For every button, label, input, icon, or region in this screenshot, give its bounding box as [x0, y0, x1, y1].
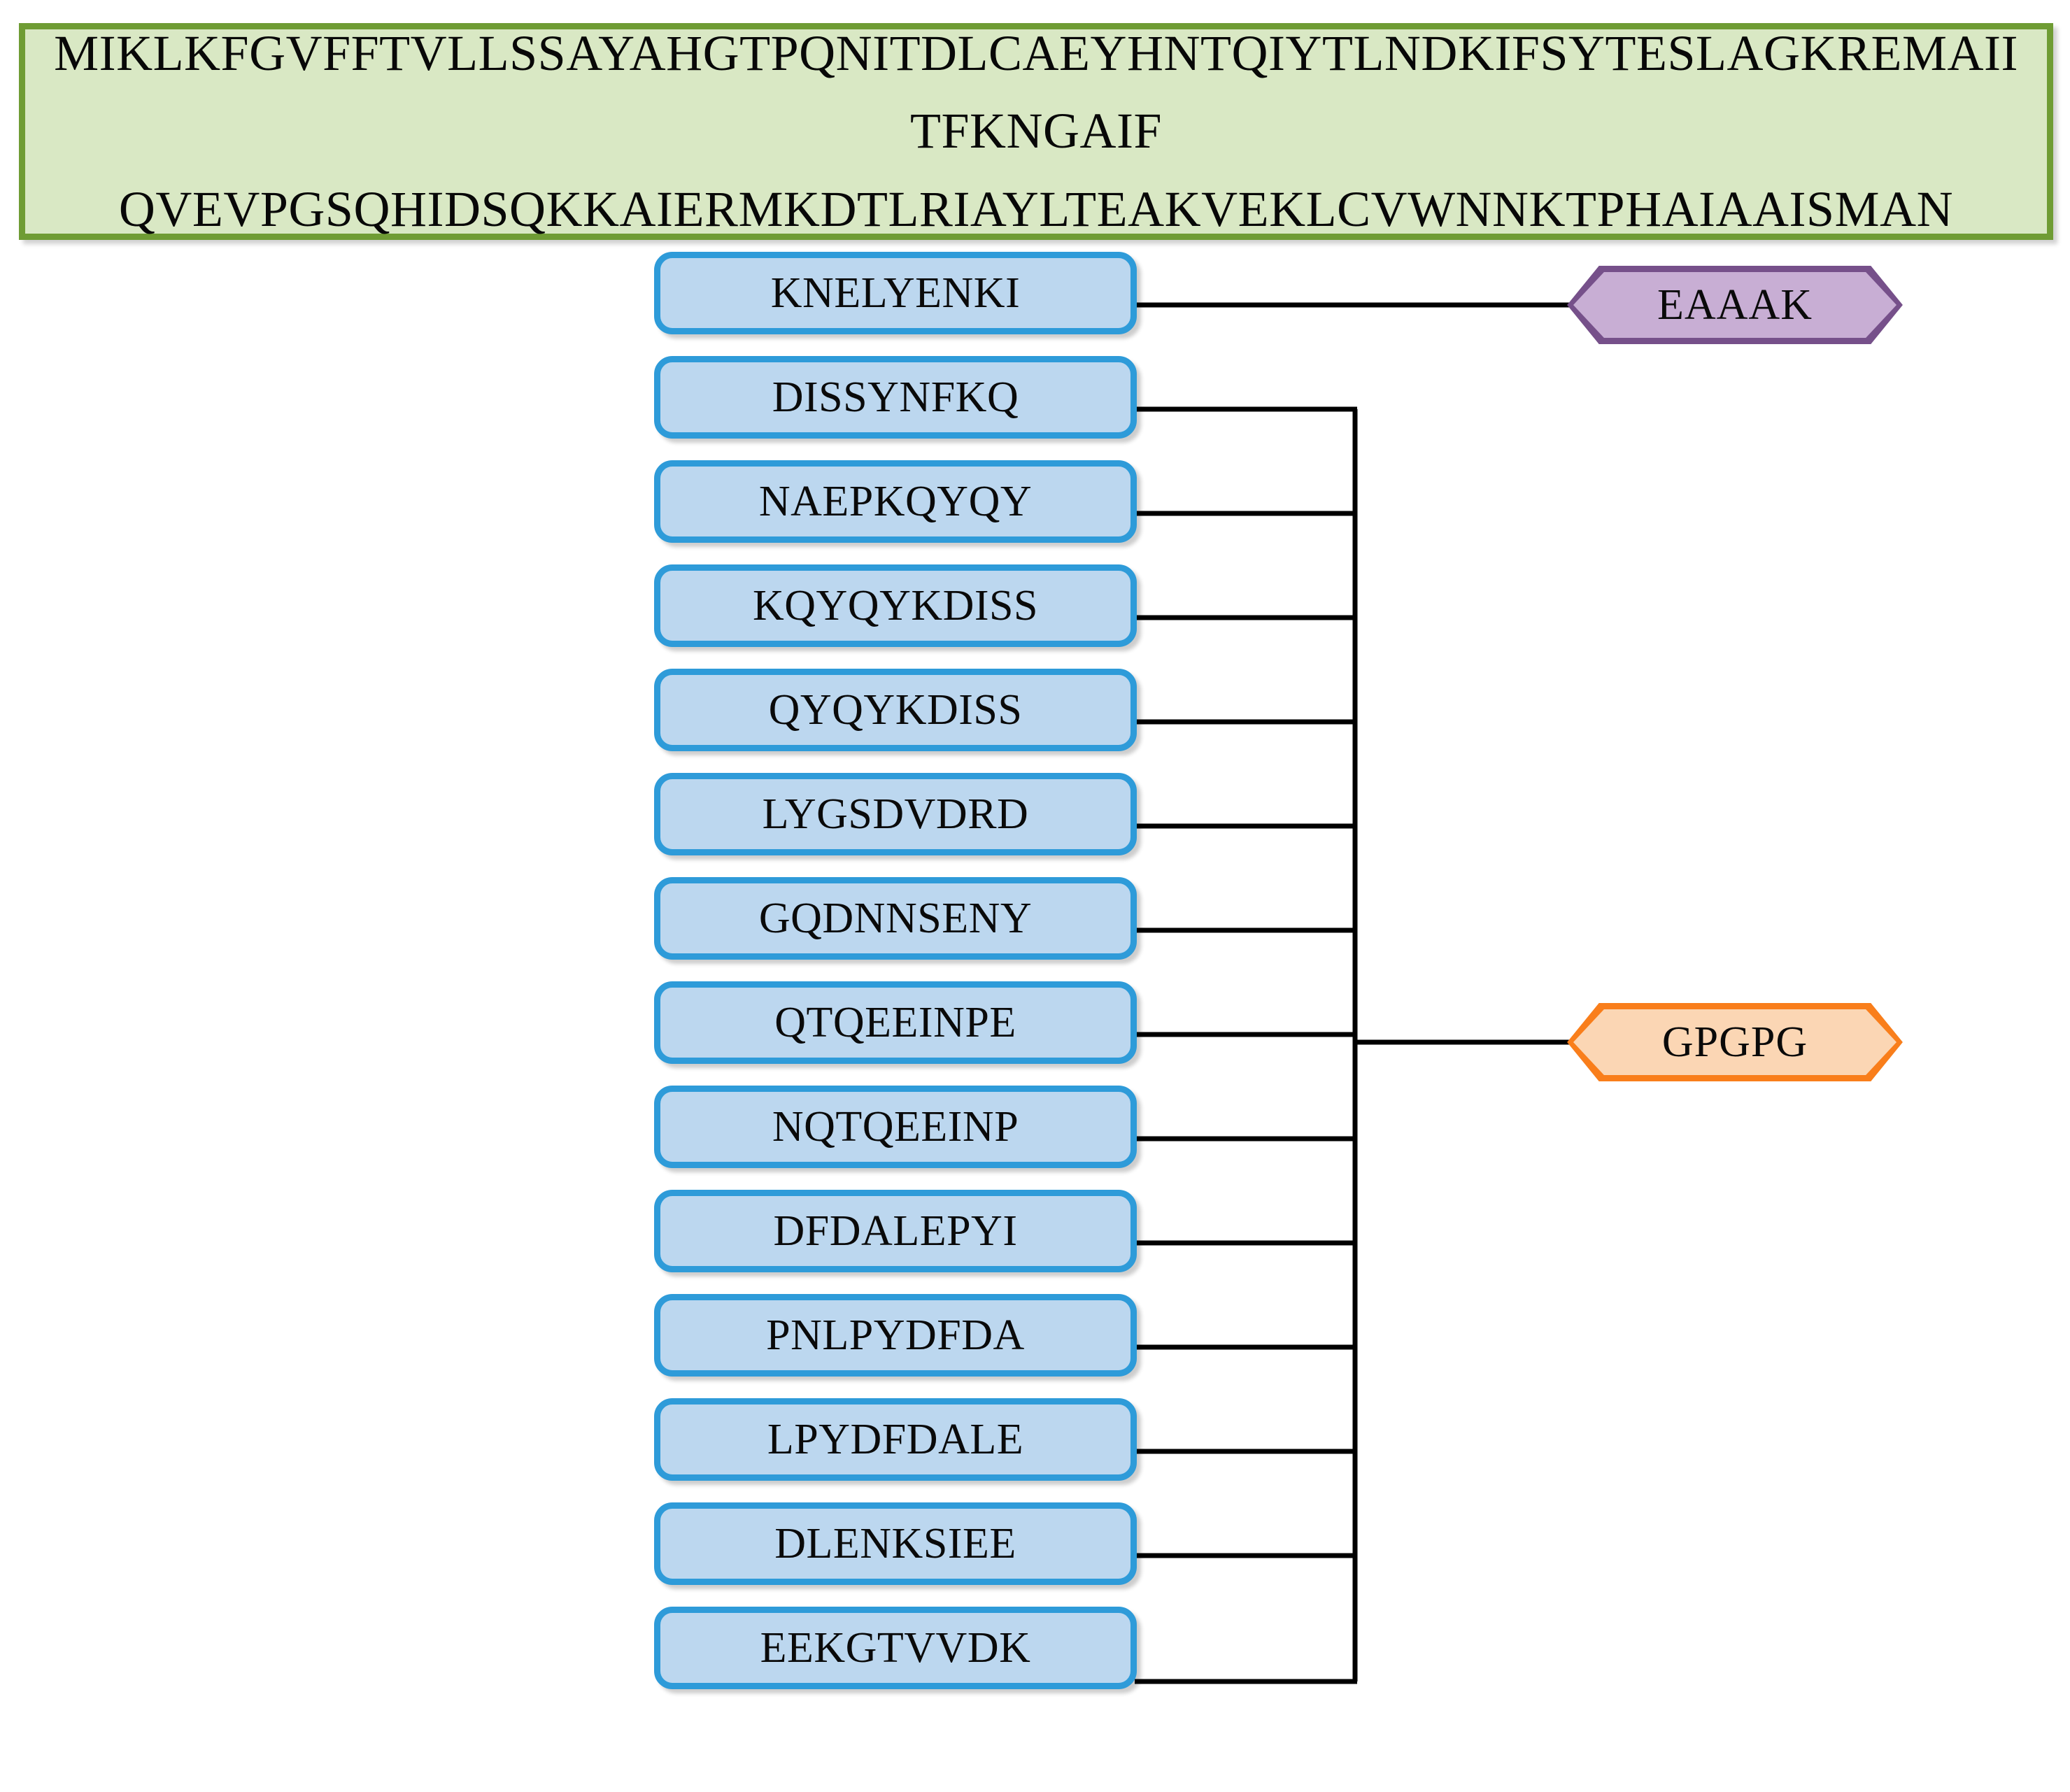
epitope-label: PNLPYDFDA: [766, 1311, 1025, 1359]
epitope-list: KNELYENKI DISSYNFKQ NAEPKQYQY KQYQYKDISS…: [654, 252, 1137, 1711]
hexagon-fill-shape: [1573, 272, 1897, 338]
epitope-box-2[interactable]: DISSYNFKQ: [654, 356, 1137, 439]
linker-label: EAAAK: [1657, 280, 1813, 329]
epitope-label: EEKGTVVDK: [760, 1623, 1031, 1672]
epitope-label: QYQYKDISS: [768, 685, 1023, 734]
epitope-box-3[interactable]: NAEPKQYQY: [654, 460, 1137, 543]
epitope-box-11[interactable]: PNLPYDFDA: [654, 1294, 1137, 1377]
sequence-panel: MIKLKFGVFFTVLLSSAYAHGTPQNITDLCAEYHNTQIYT…: [19, 23, 2053, 240]
linker-label: GPGPG: [1661, 1018, 1808, 1066]
epitope-box-8[interactable]: QTQEEINPE: [654, 981, 1137, 1064]
sequence-line-1: MIKLKFGVFFTVLLSSAYAHGTPQNITDLCAEYHNTQIYT…: [54, 24, 2018, 159]
epitope-box-14[interactable]: EEKGTVVDK: [654, 1607, 1137, 1689]
epitope-box-5[interactable]: QYQYKDISS: [654, 669, 1137, 751]
epitope-box-10[interactable]: DFDALEPYI: [654, 1190, 1137, 1272]
epitope-label: KQYQYKDISS: [752, 581, 1039, 630]
epitope-label: KNELYENKI: [770, 269, 1021, 317]
epitope-box-6[interactable]: LYGSDVDRD: [654, 773, 1137, 855]
epitope-label: DISSYNFKQ: [772, 373, 1019, 421]
protein-sequence-text: MIKLKFGVFFTVLLSSAYAHGTPQNITDLCAEYHNTQIYT…: [25, 15, 2047, 249]
construct-diagram: KNELYENKI DISSYNFKQ NAEPKQYQY KQYQYKDISS…: [0, 252, 2070, 1792]
epitope-label: QTQEEINPE: [774, 998, 1016, 1046]
hexagon-fill-shape: [1573, 1009, 1897, 1075]
epitope-box-12[interactable]: LPYDFDALE: [654, 1398, 1137, 1481]
epitope-label: LYGSDVDRD: [762, 790, 1029, 838]
linker-hexagon-gpgpg[interactable]: GPGPG: [1567, 1003, 1903, 1081]
epitope-box-7[interactable]: GQDNNSENY: [654, 877, 1137, 960]
epitope-label: GQDNNSENY: [758, 894, 1033, 942]
epitope-box-13[interactable]: DLENKSIEE: [654, 1502, 1137, 1585]
epitope-box-1[interactable]: KNELYENKI: [654, 252, 1137, 334]
epitope-label: NQTQEEINP: [772, 1102, 1019, 1151]
epitope-box-4[interactable]: KQYQYKDISS: [654, 564, 1137, 647]
sequence-line-2: QVEVPGSQHIDSQKKAIERMKDTLRIAYLTEAKVEKLCVW…: [118, 180, 1954, 237]
epitope-label: NAEPKQYQY: [758, 477, 1033, 525]
epitope-label: LPYDFDALE: [767, 1415, 1024, 1463]
connector-lines: [1135, 302, 1571, 1684]
epitope-label: DFDALEPYI: [773, 1207, 1018, 1255]
linker-hexagon-eaaak[interactable]: EAAAK: [1567, 266, 1903, 344]
epitope-box-9[interactable]: NQTQEEINP: [654, 1086, 1137, 1168]
epitope-label: DLENKSIEE: [774, 1519, 1016, 1567]
